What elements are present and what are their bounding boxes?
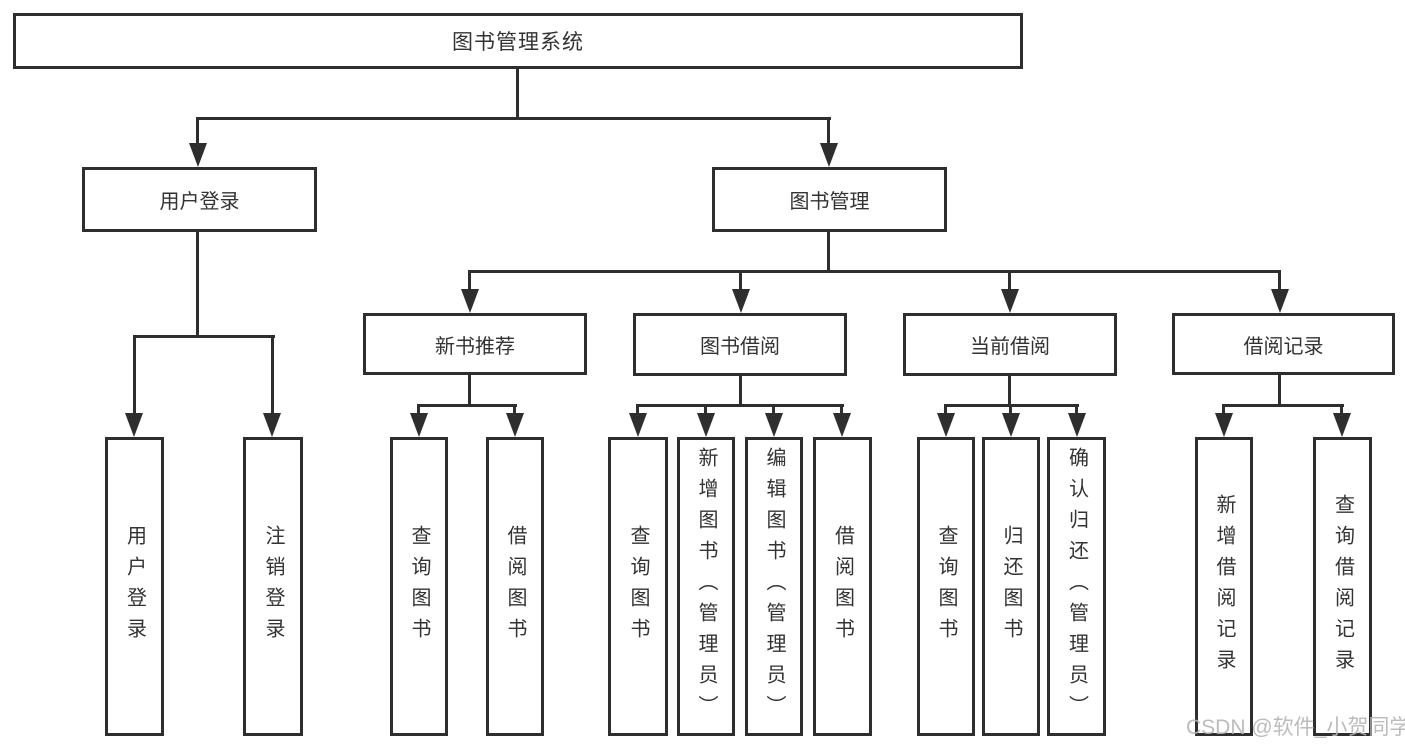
leaf-query-borrow-record: 查询借阅记录: [1313, 437, 1372, 736]
node-label: 图书管理: [789, 191, 870, 213]
connector-line: [827, 232, 830, 273]
connector-line: [1278, 375, 1281, 406]
node-user-login: 用户登录: [82, 167, 317, 232]
node-label: 借阅记录: [1243, 335, 1324, 358]
arrow-down-icon: [833, 413, 851, 437]
leaf-borrow-books-2: 借阅图书: [813, 437, 872, 736]
node-label: 借阅图书: [831, 524, 854, 649]
leaf-return-books: 归还图书: [982, 437, 1040, 736]
arrow-down-icon: [1001, 289, 1019, 313]
arrow-down-icon: [732, 289, 750, 313]
node-book-management: 图书管理: [712, 167, 947, 232]
arrow-down-icon: [189, 143, 207, 167]
arrow-down-icon: [697, 413, 715, 437]
connector-line: [1340, 404, 1343, 416]
arrow-down-icon: [629, 413, 647, 437]
connector-line: [1222, 404, 1344, 407]
node-new-book-recommendation: 新书推荐: [363, 313, 587, 375]
node-label: 图书管理系统: [452, 31, 584, 54]
leaf-add-books-admin: 新增图书（管理员）: [677, 437, 735, 736]
connector-line: [513, 404, 516, 416]
connector-line: [468, 375, 471, 406]
leaf-user-login: 用户登录: [105, 437, 164, 736]
node-label: 查询图书: [935, 524, 957, 649]
connector-line: [468, 270, 1281, 273]
arrow-down-icon: [125, 413, 143, 437]
node-label: 查询借阅记录: [1331, 493, 1354, 680]
connector-line: [1009, 404, 1012, 416]
leaf-borrow-books-1: 借阅图书: [486, 437, 544, 736]
node-library-management-system: 图书管理系统: [13, 13, 1023, 69]
node-label: 新书推荐: [435, 335, 515, 358]
node-label: 新增图书（管理员）: [695, 447, 717, 726]
node-label: 归还图书: [1000, 524, 1022, 649]
arrow-down-icon: [1215, 413, 1233, 437]
node-book-borrowing: 图书借阅: [633, 313, 847, 376]
node-label: 图书借阅: [700, 336, 780, 358]
connector-line: [636, 404, 639, 416]
connector-line: [772, 404, 775, 416]
arrow-down-icon: [820, 143, 838, 167]
leaf-query-books-2: 查询图书: [608, 437, 668, 736]
arrow-down-icon: [263, 413, 281, 437]
leaf-query-books-3: 查询图书: [917, 437, 975, 736]
node-label: 查询图书: [408, 524, 430, 649]
node-label: 编辑图书（管理员）: [763, 447, 785, 726]
arrow-down-icon: [765, 413, 783, 437]
node-borrowing-records: 借阅记录: [1172, 313, 1395, 375]
node-label: 注销登录: [262, 524, 284, 649]
connector-line: [133, 335, 275, 338]
arrow-down-icon: [1068, 413, 1086, 437]
connector-line: [1222, 404, 1225, 416]
arrow-down-icon: [506, 413, 524, 437]
connector-line: [1008, 376, 1011, 406]
arrow-down-icon: [410, 413, 428, 437]
node-label: 用户登录: [159, 191, 240, 213]
connector-line: [827, 117, 830, 147]
leaf-add-borrow-record: 新增借阅记录: [1195, 437, 1253, 736]
connector-line: [196, 117, 831, 120]
node-label: 当前借阅: [970, 336, 1050, 358]
arrow-down-icon: [937, 413, 955, 437]
connector-line: [516, 69, 519, 120]
node-label: 查询图书: [627, 524, 649, 649]
node-current-borrowing: 当前借阅: [903, 313, 1117, 376]
connector-line: [417, 404, 517, 407]
connector-line: [417, 404, 420, 416]
connector-line: [196, 117, 199, 147]
leaf-confirm-return-admin: 确认归还（管理员）: [1047, 437, 1106, 736]
connector-line: [739, 270, 742, 291]
arrow-down-icon: [1333, 413, 1351, 437]
connector-line: [1075, 404, 1078, 416]
arrow-down-icon: [461, 289, 479, 313]
connector-line: [704, 404, 707, 416]
connector-line: [196, 232, 199, 337]
arrow-down-icon: [1271, 289, 1289, 313]
connector-line: [133, 335, 136, 415]
node-label: 用户登录: [123, 524, 146, 649]
node-label: 新增借阅记录: [1213, 493, 1235, 680]
leaf-query-books-1: 查询图书: [390, 437, 448, 736]
connector-line: [739, 376, 742, 406]
connector-line: [944, 404, 947, 416]
node-label: 确认归还（管理员）: [1065, 447, 1088, 726]
leaf-logout: 注销登录: [243, 437, 303, 736]
connector-line: [1008, 270, 1011, 291]
connector-line: [468, 270, 471, 291]
connector-line: [840, 404, 843, 416]
arrow-down-icon: [1002, 413, 1020, 437]
connector-line: [636, 404, 844, 407]
connector-line: [271, 335, 274, 415]
node-label: 借阅图书: [504, 524, 526, 649]
csdn-watermark: CSDN @软件_小贺同学: [1186, 716, 1405, 739]
leaf-edit-books-admin: 编辑图书（管理员）: [745, 437, 803, 736]
connector-line: [1278, 270, 1281, 291]
